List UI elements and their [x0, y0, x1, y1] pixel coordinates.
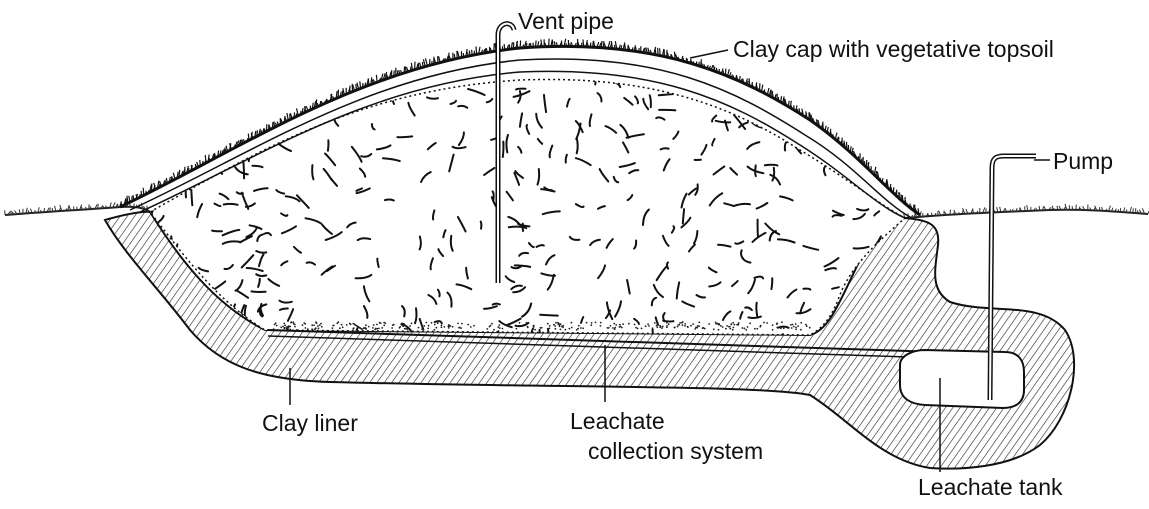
leachate-tank — [900, 350, 1024, 408]
leader-clay-cap — [690, 50, 728, 58]
label-clay-cap: Clay cap with vegetative topsoil — [733, 36, 1054, 62]
label-leachate-line1: Leachate — [570, 408, 665, 434]
label-pump: Pump — [1053, 148, 1113, 174]
waste-area — [150, 79, 905, 335]
label-vent-pipe: Vent pipe — [518, 8, 614, 34]
label-leachate-line2: collection system — [588, 438, 763, 464]
label-leachate-tank: Leachate tank — [918, 474, 1063, 500]
label-clay-liner: Clay liner — [262, 410, 358, 436]
